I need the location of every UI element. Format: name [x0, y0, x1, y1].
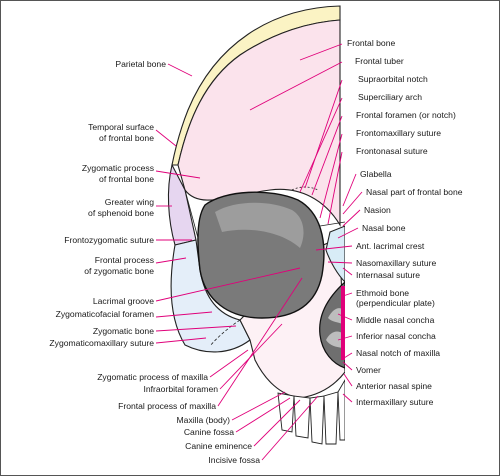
label-greater-wing-1: Greater wing: [105, 197, 154, 207]
inferior-concha-shape: [326, 331, 343, 348]
label-nasion: Nasion: [364, 205, 391, 215]
label-zygomatic-process-frontal-1: Zygomatic process: [82, 163, 154, 173]
frontal-bone-region: [177, 19, 341, 227]
label-nasomaxillary-suture: Nasomaxillary suture: [356, 258, 436, 268]
label-frontonasal-suture: Frontonasal suture: [356, 146, 428, 156]
label-middle-nasal-concha: Middle nasal concha: [356, 315, 435, 325]
label-supraorbital-notch: Supraorbital notch: [358, 74, 428, 84]
label-parietal-bone: Parietal bone: [115, 59, 166, 69]
label-frontozygomatic-suture: Frontozygomatic suture: [64, 235, 154, 245]
label-nasal-notch-maxilla: Nasal notch of maxilla: [356, 348, 440, 358]
label-intermaxillary-suture: Intermaxillary suture: [356, 397, 434, 407]
midline-mask: [345, 6, 348, 446]
label-lacrimal-groove: Lacrimal groove: [93, 296, 154, 306]
label-frontal-bone: Frontal bone: [347, 38, 395, 48]
label-ethmoid-plate: (perpendicular plate): [356, 298, 435, 308]
label-frontomaxillary-suture: Frontomaxillary suture: [356, 128, 441, 138]
label-temporal-surface-1: Temporal surface: [88, 122, 154, 132]
frontozygomatic-suture-line: [184, 189, 199, 239]
teeth: [277, 378, 346, 445]
label-nasal-bone: Nasal bone: [362, 223, 406, 233]
vomer-shape: [341, 286, 345, 360]
frontonasal-suture-line: [319, 221, 346, 227]
label-canine-fossa: Canine fossa: [184, 427, 234, 437]
label-nasal-part-frontal: Nasal part of frontal bone: [366, 187, 463, 197]
label-maxilla-body: Maxilla (body): [177, 415, 231, 425]
leader-lines: [155, 43, 363, 461]
label-temporal-surface-2: of frontal bone: [99, 133, 154, 143]
label-frontal-process-zygomatic-1: Frontal process: [95, 255, 154, 265]
label-ant-lacrimal-crest: Ant. lacrimal crest: [356, 241, 425, 251]
label-vomer: Vomer: [356, 365, 381, 375]
middle-concha-shape: [328, 308, 343, 324]
label-glabella: Glabella: [360, 169, 392, 179]
label-frontal-tuber: Frontal tuber: [355, 56, 404, 66]
label-ethmoid-bone: Ethmoid bone: [356, 288, 409, 298]
label-frontal-foramen: Frontal foramen (or notch): [356, 110, 456, 120]
label-zygomatic-process-maxilla: Zygomatic process of maxilla: [97, 372, 208, 382]
label-zygomatic-bone: Zygomatic bone: [93, 326, 154, 336]
label-internasal-suture: Internasal suture: [356, 270, 420, 280]
label-zygomaticomaxillary-suture: Zygomaticomaxillary suture: [49, 338, 154, 348]
label-inferior-nasal-concha: Inferior nasal concha: [356, 331, 436, 341]
label-zygomatic-process-frontal-2: of frontal bone: [99, 174, 154, 184]
label-infraorbital-foramen: Infraorbital foramen: [143, 384, 218, 394]
orbit-highlight: [215, 202, 304, 248]
label-zygomaticofacial-foramen: Zygomaticofacial foramen: [56, 309, 155, 319]
label-anterior-nasal-spine: Anterior nasal spine: [356, 381, 432, 391]
label-greater-wing-2: of sphenoid bone: [88, 208, 154, 218]
zygomaticomaxillary-suture-line: [209, 319, 241, 347]
label-frontal-process-maxilla: Frontal process of maxilla: [118, 401, 216, 411]
label-superciliary-arch: Superciliary arch: [358, 92, 422, 102]
label-frontal-process-zygomatic-2: of zygomatic bone: [84, 266, 154, 276]
label-canine-eminence: Canine eminence: [185, 441, 252, 451]
label-incisive-fossa: Incisive fossa: [208, 455, 260, 465]
zygomatic-bone-region: [170, 239, 251, 353]
